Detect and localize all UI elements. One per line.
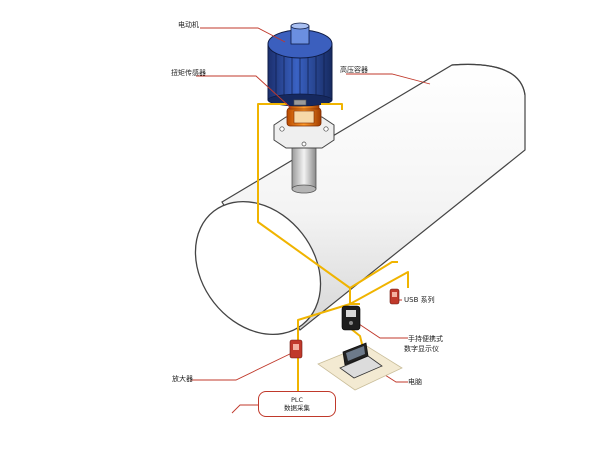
vessel-end-cap [194,200,322,336]
shaft [291,144,317,190]
amplifier-module [289,339,303,359]
handheld-display [341,305,361,331]
label-pressure-vessel: 高压容器 [340,66,368,74]
label-handheld-line1: 手持便携式 [408,335,443,343]
label-handheld-line2: 数字显示仪 [404,345,439,353]
usb-module [389,288,400,305]
label-motor: 电动机 [178,21,199,29]
label-amplifier: 放大器 [172,375,193,383]
label-usb-series: USB 系列 [404,296,435,304]
plc-title: PLC [290,396,304,404]
electric-motor [267,22,333,107]
pressure-vessel [194,63,526,336]
laptop [317,342,403,391]
label-torque-sensor: 扭矩传感器 [171,69,206,77]
plc-data-acquisition-box: PLC 数据采集 [258,391,336,417]
plc-subtitle: 数据采集 [284,404,310,412]
callout-lines [190,27,431,414]
label-computer: 电脑 [408,378,422,386]
